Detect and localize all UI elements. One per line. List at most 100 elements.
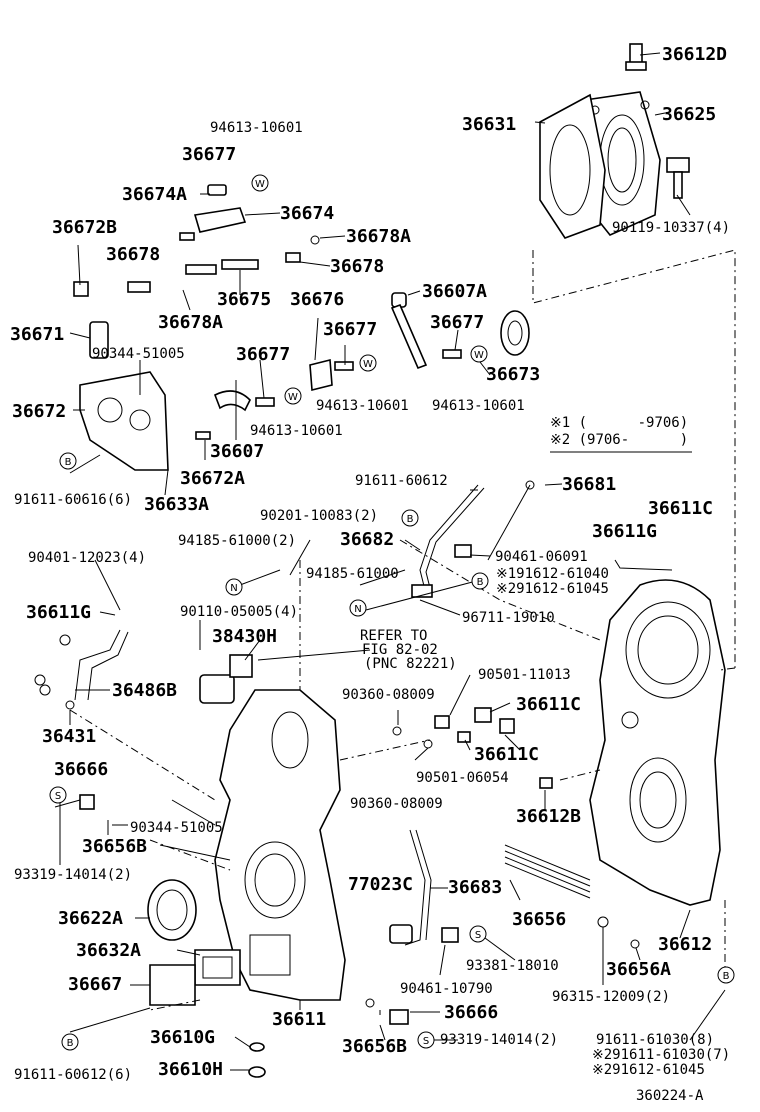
guide-36682 xyxy=(411,484,485,598)
note-line-2: ※2 (9706- ) xyxy=(550,432,688,448)
applicability-note: ※1 ( -9706) ※2 (9706- ) xyxy=(550,415,688,448)
bearing-36673 xyxy=(500,310,530,356)
svg-text:B: B xyxy=(65,457,72,468)
part-label: 36672 xyxy=(12,401,66,422)
part-label: 36677 xyxy=(182,144,236,165)
b-circle-icon: B xyxy=(471,572,489,590)
part-label: 91611-60612 xyxy=(355,473,448,489)
b-circle-icon: B xyxy=(717,966,735,984)
svg-text:W: W xyxy=(474,350,484,361)
svg-text:S: S xyxy=(55,791,61,802)
s-circle-icon: S xyxy=(49,786,67,804)
svg-text:W: W xyxy=(288,392,298,403)
part-label: ※291611-61030(7) xyxy=(592,1047,730,1063)
part-label: 36612B xyxy=(516,806,581,827)
part-label: 93381-18010 xyxy=(466,958,559,974)
pins xyxy=(195,349,462,440)
part-label: 36682 xyxy=(340,529,394,550)
part-label: 90110-05005(4) xyxy=(180,604,298,620)
case-36612 xyxy=(589,579,726,906)
symbol-bubbles: W W W W W B B N N B S S S B B xyxy=(49,174,735,1051)
part-label: 36675 xyxy=(217,289,271,310)
w-circle-icon: W xyxy=(359,354,377,372)
note-line-1: ※1 ( -9706) xyxy=(550,415,688,431)
seal-36622A xyxy=(147,879,197,941)
s-circle-icon: S xyxy=(417,1031,435,1049)
part-label: 36656 xyxy=(512,909,566,930)
svg-text:B: B xyxy=(477,577,484,588)
part-label: 77023C xyxy=(348,874,413,895)
pipe-36683 xyxy=(389,829,459,946)
part-label: ※291612-61045 xyxy=(592,1062,705,1078)
part-labels: 36612D 36625 36631 90119-10337(4) 94613-… xyxy=(10,44,730,1104)
svg-text:B: B xyxy=(67,1038,74,1049)
part-label: 36611C xyxy=(516,694,581,715)
part-label: 94185-61000(2) xyxy=(178,533,296,549)
sensor-36671 xyxy=(89,321,109,359)
part-label: 36611G xyxy=(26,602,91,623)
part-label: FIG 82-02 xyxy=(362,642,438,658)
part-label: 36633A xyxy=(144,494,209,515)
gasket-36631 xyxy=(539,93,606,239)
part-label: 36607A xyxy=(422,281,487,302)
figure-id: 360224-A xyxy=(636,1088,704,1104)
pipes-36656 xyxy=(504,844,609,928)
svg-text:W: W xyxy=(363,359,373,370)
part-label: 36674A xyxy=(122,184,187,205)
part-label: 90201-10083(2) xyxy=(260,508,378,524)
part-label: 36610H xyxy=(158,1059,223,1080)
part-label: 36672B xyxy=(52,217,117,238)
plug-36612D xyxy=(625,43,647,71)
part-label: REFER TO xyxy=(360,628,427,644)
leader-lines xyxy=(54,52,726,1071)
part-label: 36677 xyxy=(430,312,484,333)
part-label: 93319-14014(2) xyxy=(440,1032,558,1048)
part-label: 90501-11013 xyxy=(478,667,571,683)
part-label: 91611-61030(8) xyxy=(596,1032,714,1048)
shaft-36675 xyxy=(127,235,320,293)
part-label: 36676 xyxy=(290,289,344,310)
part-label: (PNC 82221) xyxy=(364,656,457,672)
part-label: 36672A xyxy=(180,468,245,489)
s-circle-icon: S xyxy=(469,925,487,943)
svg-text:N: N xyxy=(354,604,361,615)
part-label: 36678 xyxy=(330,256,384,277)
part-label: 36611 xyxy=(272,1009,326,1030)
svg-text:N: N xyxy=(230,583,237,594)
part-label: 36677 xyxy=(323,319,377,340)
part-label: 36656A xyxy=(606,959,671,980)
dipstick-36681 xyxy=(487,480,535,561)
part-label: 90401-12023(4) xyxy=(28,550,146,566)
part-label: 94613-10601 xyxy=(316,398,409,414)
part-label: 36610G xyxy=(150,1027,215,1048)
solenoid-38430H xyxy=(199,649,371,704)
n-circle-icon: N xyxy=(225,578,243,596)
n-circle-icon: N xyxy=(349,599,367,617)
svg-text:B: B xyxy=(407,514,414,525)
part-label: 94613-10601 xyxy=(432,398,525,414)
gasket-36632A xyxy=(194,949,241,986)
part-label: 36683 xyxy=(448,877,502,898)
part-label: 90461-06091 xyxy=(495,549,588,565)
part-label: 36611G xyxy=(592,521,657,542)
plug-36610H xyxy=(248,1042,266,1078)
part-label: 90119-10337(4) xyxy=(612,220,730,236)
part-label: 36612D xyxy=(662,44,727,65)
part-label: 90360-08009 xyxy=(342,687,435,703)
b-circle-icon: B xyxy=(61,1033,79,1051)
part-label: ※291612-61045 xyxy=(496,581,609,597)
part-label: 91611-60612(6) xyxy=(14,1067,132,1083)
svg-text:S: S xyxy=(423,1036,429,1047)
part-label: 36631 xyxy=(462,114,516,135)
part-label: 96711-19010 xyxy=(462,610,555,626)
part-label: 36673 xyxy=(486,364,540,385)
bolt-90119 xyxy=(666,157,690,199)
w-circle-icon: W xyxy=(284,387,302,405)
small-fittings xyxy=(79,707,640,1025)
part-label: 36625 xyxy=(662,104,716,125)
part-label: 36656B xyxy=(342,1036,407,1057)
part-label: 94613-10601 xyxy=(250,423,343,439)
part-label: 36611C xyxy=(474,744,539,765)
b-circle-icon: B xyxy=(59,452,77,470)
